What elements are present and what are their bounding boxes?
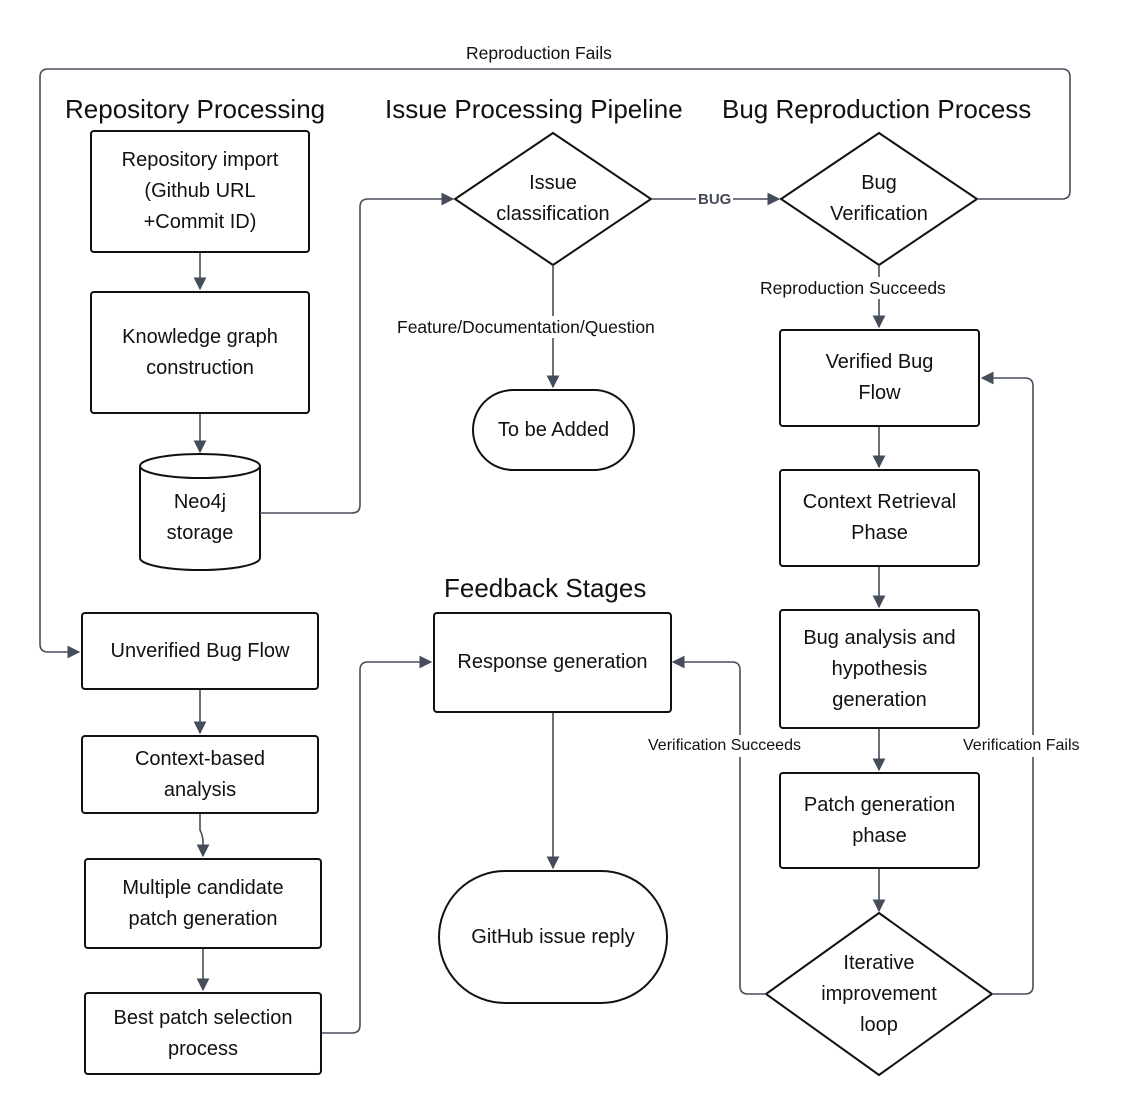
label-feature-documentation-question: Feature/Documentation/Question <box>395 316 657 338</box>
label-verification-succeeds: Verification Succeeds <box>646 735 803 757</box>
best-patch-label-1: Best patch selection <box>113 1006 293 1029</box>
context-retrieval-label-2: Phase <box>851 522 908 544</box>
knowledge-graph-label-1: Knowledge graph <box>122 325 278 348</box>
multiple-patch-box: Multiple candidate patch generation <box>84 858 322 949</box>
repository-import-label-3: +Commit ID) <box>143 211 257 233</box>
edge-verification-fails-loop <box>980 371 1034 995</box>
verified-bug-flow-label-2: Flow <box>858 382 901 404</box>
bug-analysis-label-3: generation <box>832 688 927 711</box>
iterative-loop-node: Iterative improvement loop <box>789 944 969 1044</box>
edge-reproduction-fails-loop <box>39 68 1071 659</box>
label-reproduction-fails: Reproduction Fails <box>464 42 614 64</box>
repository-import-label-2: (Github URL <box>144 180 256 202</box>
best-patch-label-2: process <box>167 1037 239 1060</box>
unverified-bug-flow-label: Unverified Bug Flow <box>110 639 290 662</box>
issue-classification-node: Issue classification <box>475 158 631 240</box>
to-be-added-label: To be Added <box>497 418 610 441</box>
neo4j-label-1: Neo4j <box>173 491 227 513</box>
repository-import-label-1: Repository import <box>121 149 279 171</box>
context-retrieval-box: Context Retrieval Phase <box>779 469 980 567</box>
context-analysis-box: Context-based analysis <box>81 735 319 814</box>
heading-repository-processing: Repository Processing <box>65 94 326 124</box>
bug-analysis-label-2: hypothesis <box>831 657 928 680</box>
knowledge-graph-box: Knowledge graph construction <box>90 291 310 414</box>
heading-issue-processing-pipeline: Issue Processing Pipeline <box>385 94 683 124</box>
iterative-loop-label-2: improvement <box>821 982 937 1005</box>
edge-context-analysis-to-multiple-patch <box>196 814 210 858</box>
patch-generation-box: Patch generation phase <box>779 772 980 869</box>
response-generation-box: Response generation <box>433 612 672 713</box>
bug-verification-label-1: Bug <box>861 172 897 194</box>
patch-generation-label-1: Patch generation <box>803 793 956 816</box>
context-analysis-label-2: analysis <box>163 778 237 801</box>
label-bug: BUG <box>696 189 734 211</box>
verified-bug-flow-box: Verified Bug Flow <box>779 329 980 427</box>
verified-bug-flow-label-1: Verified Bug <box>825 351 934 373</box>
bug-verification-node: Bug Verification <box>801 158 957 240</box>
response-generation-label: Response generation <box>457 651 648 673</box>
heading-bug-reproduction-process: Bug Reproduction Process <box>722 94 1032 124</box>
neo4j-label-2: storage <box>166 522 234 544</box>
multiple-patch-label-2: patch generation <box>128 907 278 930</box>
neo4j-cylinder-shape <box>139 453 261 571</box>
context-retrieval-label-1: Context Retrieval <box>802 491 957 513</box>
to-be-added-terminal: To be Added <box>472 389 635 471</box>
github-issue-reply-terminal: GitHub issue reply <box>438 870 668 1004</box>
label-reproduction-succeeds: Reproduction Succeeds <box>758 277 948 299</box>
label-verification-fails: Verification Fails <box>961 735 1082 757</box>
knowledge-graph-label-2: construction <box>146 356 254 379</box>
iterative-loop-label-1: Iterative <box>843 951 915 974</box>
github-issue-reply-label: GitHub issue reply <box>471 925 635 948</box>
issue-classification-label-2: classification <box>496 203 610 225</box>
repository-import-box: Repository import (Github URL +Commit ID… <box>90 130 310 253</box>
heading-feedback-stages: Feedback Stages <box>444 573 647 603</box>
bug-verification-label-2: Verification <box>830 203 928 225</box>
edge-neo4j-to-issue-classification <box>260 192 455 514</box>
iterative-loop-label-3: loop <box>860 1013 898 1036</box>
issue-classification-label-1: Issue <box>529 172 577 194</box>
patch-generation-label-2: phase <box>852 824 907 847</box>
context-analysis-label-1: Context-based <box>134 747 266 770</box>
edge-best-patch-to-response <box>322 655 433 1034</box>
bug-analysis-box: Bug analysis and hypothesis generation <box>779 609 980 729</box>
iterative-loop-diamond <box>764 911 994 1077</box>
multiple-patch-label-1: Multiple candidate <box>122 876 284 899</box>
bug-analysis-label-1: Bug analysis and <box>803 626 956 649</box>
best-patch-box: Best patch selection process <box>84 992 322 1075</box>
edge-verification-succeeds-to-response <box>671 655 766 995</box>
neo4j-storage-node: Neo4j storage <box>140 479 260 557</box>
unverified-bug-flow-box: Unverified Bug Flow <box>81 612 319 690</box>
